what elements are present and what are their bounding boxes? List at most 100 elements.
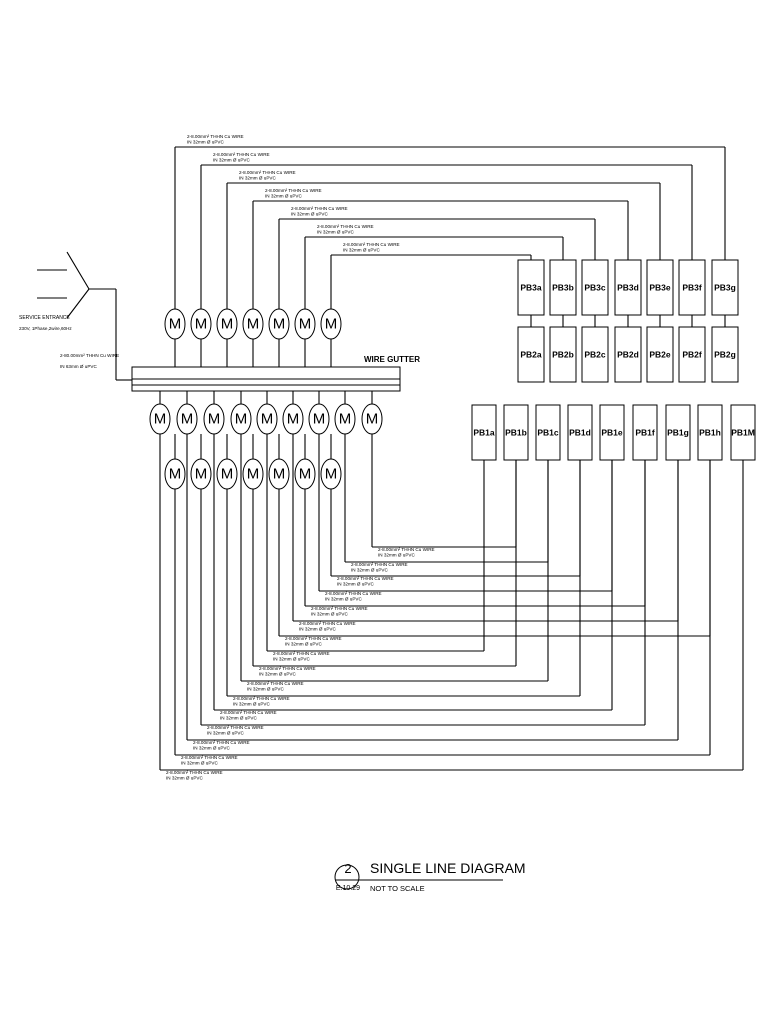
meter-upper-1: M xyxy=(164,308,186,340)
panelboard-box xyxy=(581,259,609,316)
meter-middle-9: M xyxy=(361,403,383,435)
diagram-subtitle: NOT TO SCALE xyxy=(370,884,425,893)
branch-note-upper-3-line2: IN 32mm Ø uPVC xyxy=(239,176,276,181)
service-entrance-spec: 230V, 1Phase,2wire,60Hz xyxy=(19,326,72,331)
panelboard-box xyxy=(665,404,691,461)
branch-note-lower-8-line2: IN 32mm Ø uPVC xyxy=(259,672,296,677)
meter-label: M xyxy=(339,411,352,428)
meter-lower-5: M xyxy=(268,458,290,490)
diagram-title: SINGLE LINE DIAGRAM xyxy=(370,860,526,876)
branch-note-lower-9-line1: 2-8.00mm² THHN Cu WIRE xyxy=(273,651,330,656)
branch-note-lower-6-line2: IN 32mm Ø uPVC xyxy=(233,702,270,707)
meter-lower-1: M xyxy=(164,458,186,490)
panelboard-label: PB3a xyxy=(520,283,542,293)
panelboard-pb2c: PB2c xyxy=(581,326,609,383)
panelboard-label: PB1f xyxy=(635,428,655,438)
panelboard-pb3g: PB3g xyxy=(711,259,739,316)
branch-note-upper-4-line1: 2-8.00mm² THHN Cu WIRE xyxy=(265,188,322,193)
panelboard-box xyxy=(471,404,497,461)
branch-note-lower-1-line1: 2-8.00mm² THHN Cu WIRE xyxy=(166,770,223,775)
meter-circle xyxy=(216,308,238,340)
meter-circle xyxy=(282,403,304,435)
meter-label: M xyxy=(154,411,167,428)
branch-note-lower-7-line2: IN 32mm Ø uPVC xyxy=(247,687,284,692)
meter-lower-7: M xyxy=(320,458,342,490)
panelboard-label: PB3d xyxy=(617,283,639,293)
sheet-reference: E.10.29 xyxy=(336,885,360,892)
meter-lower-4: M xyxy=(242,458,264,490)
panelboard-label: PB2e xyxy=(649,350,671,360)
panelboard-box xyxy=(678,326,706,383)
panelboard-box xyxy=(614,326,642,383)
panelboard-pb2d: PB2d xyxy=(614,326,642,383)
meter-circle xyxy=(149,403,171,435)
branch-note-lower-12-line2: IN 32mm Ø uPVC xyxy=(311,612,348,617)
panelboard-box xyxy=(614,259,642,316)
meter-circle xyxy=(176,403,198,435)
panelboard-pb3d: PB3d xyxy=(614,259,642,316)
panelboard-box xyxy=(711,259,739,316)
meter-label: M xyxy=(325,466,338,483)
detail-bubble xyxy=(334,864,360,890)
panelboard-label: PB1b xyxy=(505,428,527,438)
meter-circle xyxy=(320,458,342,490)
meter-circle xyxy=(256,403,278,435)
meter-label: M xyxy=(169,316,182,333)
meter-middle-8: M xyxy=(334,403,356,435)
branch-note-upper-7-line1: 2-8.00mm² THHN Cu WIRE xyxy=(343,242,400,247)
meter-middle-7: M xyxy=(308,403,330,435)
panelboard-box xyxy=(678,259,706,316)
panelboard-pb1e: PB1e xyxy=(599,404,625,461)
branch-note-upper-5-line1: 2-8.00mm² THHN Cu WIRE xyxy=(291,206,348,211)
meter-middle-5: M xyxy=(256,403,278,435)
branch-note-lower-11-line2: IN 32mm Ø uPVC xyxy=(299,627,336,632)
meter-label: M xyxy=(273,466,286,483)
branch-note-upper-1-line1: 2-8.00mm² THHN Cu WIRE xyxy=(187,134,244,139)
meter-label: M xyxy=(195,316,208,333)
meter-label: M xyxy=(366,411,379,428)
meter-circle xyxy=(242,308,264,340)
meter-circle xyxy=(320,308,342,340)
meter-label: M xyxy=(247,466,260,483)
branch-note-upper-4-line2: IN 32mm Ø uPVC xyxy=(265,194,302,199)
branch-note-lower-15-line1: 2-8.00mm² THHN Cu WIRE xyxy=(351,562,408,567)
meter-circle xyxy=(164,458,186,490)
branch-note-upper-5-line2: IN 32mm Ø uPVC xyxy=(291,212,328,217)
panelboard-label: PB3f xyxy=(682,283,702,293)
meter-label: M xyxy=(299,466,312,483)
panelboard-label: PB2a xyxy=(520,350,542,360)
meter-label: M xyxy=(221,316,234,333)
meter-label: M xyxy=(195,466,208,483)
meter-circle xyxy=(268,458,290,490)
meter-label: M xyxy=(325,316,338,333)
meter-label: M xyxy=(273,316,286,333)
panelboard-box xyxy=(517,326,545,383)
branch-note-lower-10-line2: IN 32mm Ø uPVC xyxy=(285,642,322,647)
meter-circle xyxy=(268,308,290,340)
branch-note-lower-3-line1: 2-8.00mm² THHN Cu WIRE xyxy=(193,740,250,745)
meter-upper-5: M xyxy=(268,308,290,340)
meter-label: M xyxy=(221,466,234,483)
panelboard-pb3b: PB3b xyxy=(549,259,577,316)
panelboard-label: PB3e xyxy=(649,283,671,293)
meter-lower-2: M xyxy=(190,458,212,490)
branch-note-lower-7-line1: 2-8.00mm² THHN Cu WIRE xyxy=(247,681,304,686)
panelboard-pb2e: PB2e xyxy=(646,326,674,383)
branch-note-lower-2-line2: IN 32mm Ø uPVC xyxy=(181,761,218,766)
meter-circle xyxy=(334,403,356,435)
panelboard-pb3f: PB3f xyxy=(678,259,706,316)
branch-note-upper-6-line1: 2-8.00mm² THHN Cu WIRE xyxy=(317,224,374,229)
meter-middle-1: M xyxy=(149,403,171,435)
meter-label: M xyxy=(208,411,221,428)
branch-note-lower-2-line1: 2-8.00mm² THHN Cu WIRE xyxy=(181,755,238,760)
meter-upper-7: M xyxy=(320,308,342,340)
branch-note-upper-6-line2: IN 32mm Ø uPVC xyxy=(317,230,354,235)
feeder-note-line1: 2-80.00mm² THHN Cu WIRE xyxy=(60,353,119,358)
panelboard-pb3a: PB3a xyxy=(517,259,545,316)
panelboard-box xyxy=(646,259,674,316)
panelboard-box xyxy=(632,404,658,461)
branch-note-lower-15-line2: IN 32mm Ø uPVC xyxy=(351,568,388,573)
branch-note-lower-3-line2: IN 32mm Ø uPVC xyxy=(193,746,230,751)
panelboard-pb1g: PB1g xyxy=(665,404,691,461)
